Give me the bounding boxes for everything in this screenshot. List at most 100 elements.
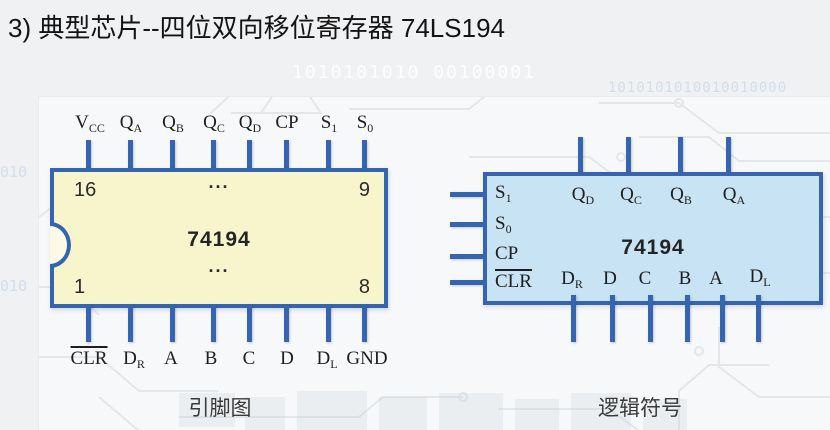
output-label-qb: QB [670, 184, 692, 208]
pin-label-qb: QB [162, 112, 184, 136]
pin-label-qd: QD [239, 112, 261, 136]
pin-label-sub: B [683, 193, 692, 207]
pin-stub [211, 140, 216, 170]
pin-stub [247, 304, 252, 342]
pin-label-sub: 1 [331, 121, 338, 135]
binary-watermark-top: 1010101010 00100001 [292, 62, 536, 83]
pin-stub [648, 295, 653, 342]
binary-watermark-left-b: 010 [0, 277, 28, 295]
pin-stub [726, 137, 731, 174]
pin-label-d: D [280, 348, 294, 370]
pin-label-c: C [243, 348, 256, 370]
pin-label-b: B [205, 348, 218, 370]
pin-label-base: S [495, 182, 506, 203]
pin-label-base: CP [495, 243, 519, 264]
input-label-s0: S0 [495, 213, 512, 237]
pin-stub [170, 140, 175, 170]
ellipsis-bottom: ... [208, 256, 230, 276]
pin-label-sub: 0 [367, 121, 374, 135]
pin-stub [756, 295, 761, 342]
pin-stub [284, 140, 289, 170]
pin-label-sub: A [736, 193, 746, 207]
pin-label-base: Q [203, 112, 217, 133]
logic-symbol-caption: 逻辑符号 [598, 397, 682, 420]
pin-label-base: GND [346, 348, 388, 369]
data-label-d: D [603, 268, 617, 290]
pin-label-sub: D [252, 121, 262, 135]
logic-symbol-chip: S1 S0 CP CLR QD QC QB QA 74194 DR D C B … [483, 172, 823, 305]
pin-label-sub: R [574, 277, 583, 291]
pin-stub [450, 280, 487, 285]
pin-stub [326, 140, 331, 170]
pin-stub [610, 295, 615, 342]
pin-diagram-caption: 引脚图 [188, 397, 252, 420]
pin-label-sub: CC [88, 121, 105, 135]
pin-label-clr: CLR [70, 346, 108, 370]
pin-label-vcc: VCC [75, 112, 105, 136]
pin-stub [247, 140, 252, 170]
pin-stub [170, 304, 175, 342]
pin-label-sub: L [330, 357, 338, 371]
pin-label-cp: CP [275, 112, 298, 136]
pin-label-base: Q [238, 112, 253, 133]
pin-stub [578, 137, 583, 174]
pin-stub [450, 222, 487, 227]
pin-stub [284, 304, 289, 342]
pin-label-base: CLR [70, 346, 108, 369]
pin-stub [128, 140, 133, 170]
pin-stub [326, 304, 331, 342]
pin-label-qc: QC [203, 112, 225, 136]
part-number: 74194 [187, 228, 251, 251]
pin-label-base: CLR [495, 269, 532, 292]
pin-label-sub: 1 [505, 191, 512, 205]
part-number: 74194 [621, 236, 685, 259]
pin-label-base: C [638, 268, 652, 289]
ellipsis-top: ... [208, 172, 230, 192]
pin-label-base: D [603, 268, 617, 289]
input-label-s1: S1 [495, 182, 512, 206]
input-label-clr: CLR [495, 269, 532, 293]
pin-label-base: Q [162, 112, 176, 133]
pin-label-sub: D [585, 193, 595, 207]
pin-label-base: V [75, 112, 89, 133]
pin-label-base: Q [722, 184, 737, 205]
pin-label-qa: QA [120, 112, 142, 136]
data-label-b: B [679, 268, 692, 290]
pin-label-base: Q [620, 184, 634, 205]
pin-label-gnd: GND [346, 348, 387, 370]
pin-label-base: B [204, 348, 218, 369]
pin-label-sub: C [216, 121, 225, 135]
pin-label-base: A [709, 268, 723, 289]
pin-label-base: CP [275, 112, 299, 133]
data-label-c: C [639, 268, 652, 290]
pin-label-base: B [678, 268, 692, 289]
pin-label-base: C [242, 348, 256, 369]
pin-stub [86, 140, 91, 170]
output-label-qc: QC [620, 184, 642, 208]
pin-label-base: Q [571, 184, 586, 205]
pin-label-base: D [561, 268, 575, 289]
pin-label-base: S [320, 112, 332, 133]
pin-label-sub: L [763, 275, 771, 289]
pin-label-s0: S0 [357, 112, 374, 136]
pin-label-base: Q [119, 112, 134, 133]
pin-label-base: A [164, 348, 178, 369]
pin-label-dl: DL [316, 348, 337, 372]
input-label-cp: CP [495, 243, 518, 265]
data-label-dr: DR [561, 268, 583, 292]
pin-label-base: S [495, 213, 506, 234]
pin-stub [362, 304, 367, 342]
pin-stub [450, 254, 487, 259]
pin-label-sub: A [133, 121, 143, 135]
pin-label-base: D [749, 266, 764, 287]
pin-stub [128, 304, 133, 342]
pin-number-1: 1 [74, 276, 86, 298]
pin-label-sub: R [136, 357, 145, 371]
pin-stub [450, 192, 487, 197]
pin-stub [362, 140, 367, 170]
pin-label-sub: B [175, 121, 184, 135]
binary-watermark-left-a: 010 [0, 163, 28, 181]
pin-diagram-chip: 16 9 ... 74194 ... 1 8 [50, 168, 388, 308]
pin-label-dr: DR [123, 348, 145, 372]
